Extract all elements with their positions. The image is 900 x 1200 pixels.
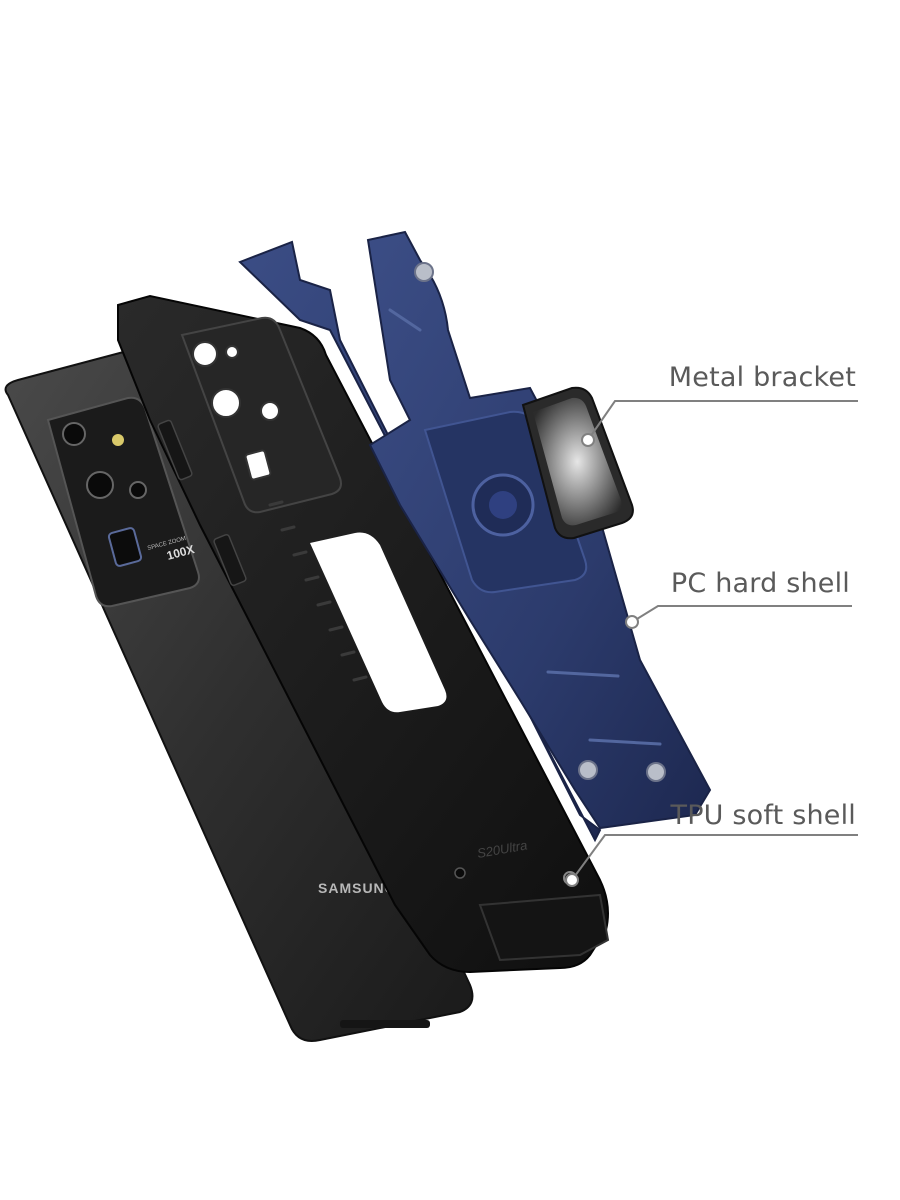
phone-bottom-edge (340, 1020, 430, 1028)
lens-hole (260, 401, 280, 421)
leader-dots (565, 433, 639, 887)
side-button (157, 419, 193, 481)
lens-hole (244, 449, 272, 481)
lens-hole (192, 341, 218, 367)
camera-module (46, 396, 200, 608)
camera-lens (112, 434, 124, 446)
leader-lines (571, 400, 858, 881)
screw (646, 762, 666, 782)
side-button (213, 533, 247, 587)
camera-lens (129, 481, 147, 499)
leader-dot (625, 615, 639, 629)
camera-lens (62, 422, 86, 446)
screw-hole (454, 867, 466, 879)
shell-slots (388, 308, 662, 746)
camera-lens (86, 471, 114, 499)
lens-hole (225, 345, 239, 359)
center-window (310, 532, 447, 713)
grip-texture (268, 500, 368, 682)
bottom-bumper (478, 893, 610, 962)
periscope-lens (107, 527, 143, 567)
label-metal-bracket: Metal bracket (668, 362, 856, 393)
leader-line-pc-hard-shell (631, 605, 852, 623)
screw (414, 262, 434, 282)
phone: SPACE ZOOM 100X SAMSUNG (4, 343, 474, 1042)
phone-brand: SAMSUNG (318, 880, 397, 896)
leader-dot (581, 433, 595, 447)
metal-bracket (521, 386, 634, 540)
label-tpu-soft-shell: TPU soft shell (670, 800, 856, 831)
tpu-soft-shell: S20Ultra (117, 294, 610, 974)
ring-mount-inner (489, 491, 517, 519)
leader-line-metal-bracket (587, 400, 858, 441)
bracket-plate (533, 397, 622, 526)
leader-line-tpu-soft-shell (571, 834, 858, 881)
label-pc-hard-shell: PC hard shell (670, 568, 850, 599)
leader-dot (565, 873, 579, 887)
screw (578, 760, 598, 780)
pc-shell-rail (238, 240, 602, 843)
lens-hole (211, 388, 241, 418)
